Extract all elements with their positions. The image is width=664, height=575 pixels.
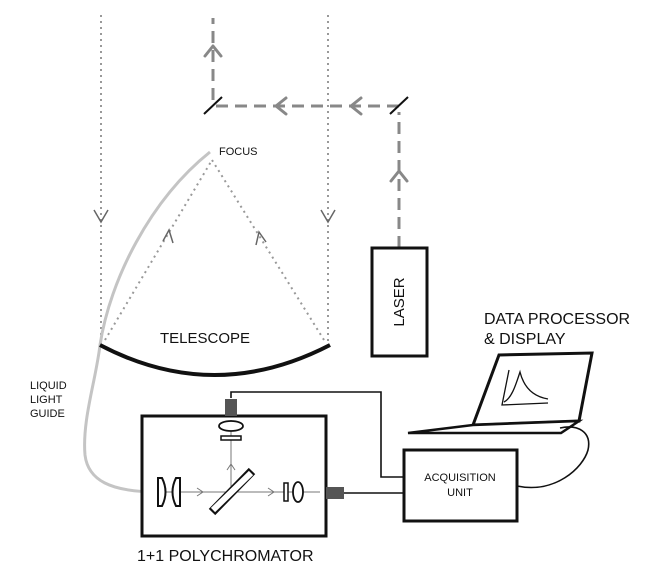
polychromator-box [140,414,328,538]
side-detector-connector [326,487,344,499]
cable-acquisition-to-laptop [516,426,590,489]
data-processor-line2: & DISPLAY [484,331,566,348]
beam-arrow-up-lower [389,169,409,183]
polychromator-label: 1+1 POLYCHROMATOR [137,548,314,565]
laser-unit: LASER [370,246,429,358]
down-arrow-left [93,209,109,224]
laptop-screen [470,351,594,427]
optical-arrow-right-1 [196,487,204,497]
return-ray-right [211,159,325,341]
polychromator [140,399,344,538]
laser-box [370,246,429,358]
down-arrow-right [320,209,336,224]
signal-chart-icon [501,369,549,406]
side-focusing-lens [292,481,304,503]
up-arrow-left-slope [162,228,174,244]
beam-arrow-left-2 [274,96,288,116]
liquid-light-guide-line1: LIQUID [30,380,67,392]
acquisition-box [402,448,519,523]
liquid-light-guide-line2: LIGHT [30,394,63,406]
polychromator-optics [157,420,304,516]
optical-arrow-right-2 [267,487,275,497]
optical-arrow-up [226,463,236,471]
entrance-lens-right [171,477,181,507]
focus-label: FOCUS [219,146,258,158]
ray-direction-arrows [93,209,336,246]
beam-mirrors [203,96,409,115]
data-processor-label: DATA PROCESSOR & DISPLAY [484,311,630,348]
mirror-left [203,96,223,115]
telescope-mirror [99,343,331,377]
return-ray-left [104,159,213,341]
side-filter [283,482,289,502]
cable-top-to-acquisition [230,391,404,478]
top-detector-connector [225,399,237,416]
laser-beam-path [211,18,401,248]
dichroic-beam-splitter-inner [210,470,254,513]
laptop [407,351,594,435]
entrance-lens-left [157,477,167,507]
liquid-light-guide-line3: GUIDE [30,408,65,420]
telescope-label: TELESCOPE [160,330,250,347]
laser-label: LASER [391,277,408,326]
cables [230,391,590,494]
laptop-base [407,419,584,435]
laser-beam-arrows [203,44,409,183]
top-focusing-lens [218,420,244,432]
mirror-right [389,96,409,115]
acquisition-unit: ACQUISITION UNIT [402,448,519,523]
up-arrow-right-slope [255,230,267,246]
data-processor-line1: DATA PROCESSOR [484,311,630,328]
incoming-backscatter-rays [100,15,329,345]
acquisition-label-line2: UNIT [447,487,473,499]
signal-chart-curve [503,369,549,403]
beam-arrow-left-1 [349,96,363,116]
top-filter [220,435,242,441]
signal-chart-axes [501,369,549,406]
liquid-light-guide [83,150,211,494]
beam-arrow-up-upper [203,44,223,58]
acquisition-label-line1: ACQUISITION [424,472,496,484]
liquid-light-guide-label: LIQUID LIGHT GUIDE [30,380,67,420]
